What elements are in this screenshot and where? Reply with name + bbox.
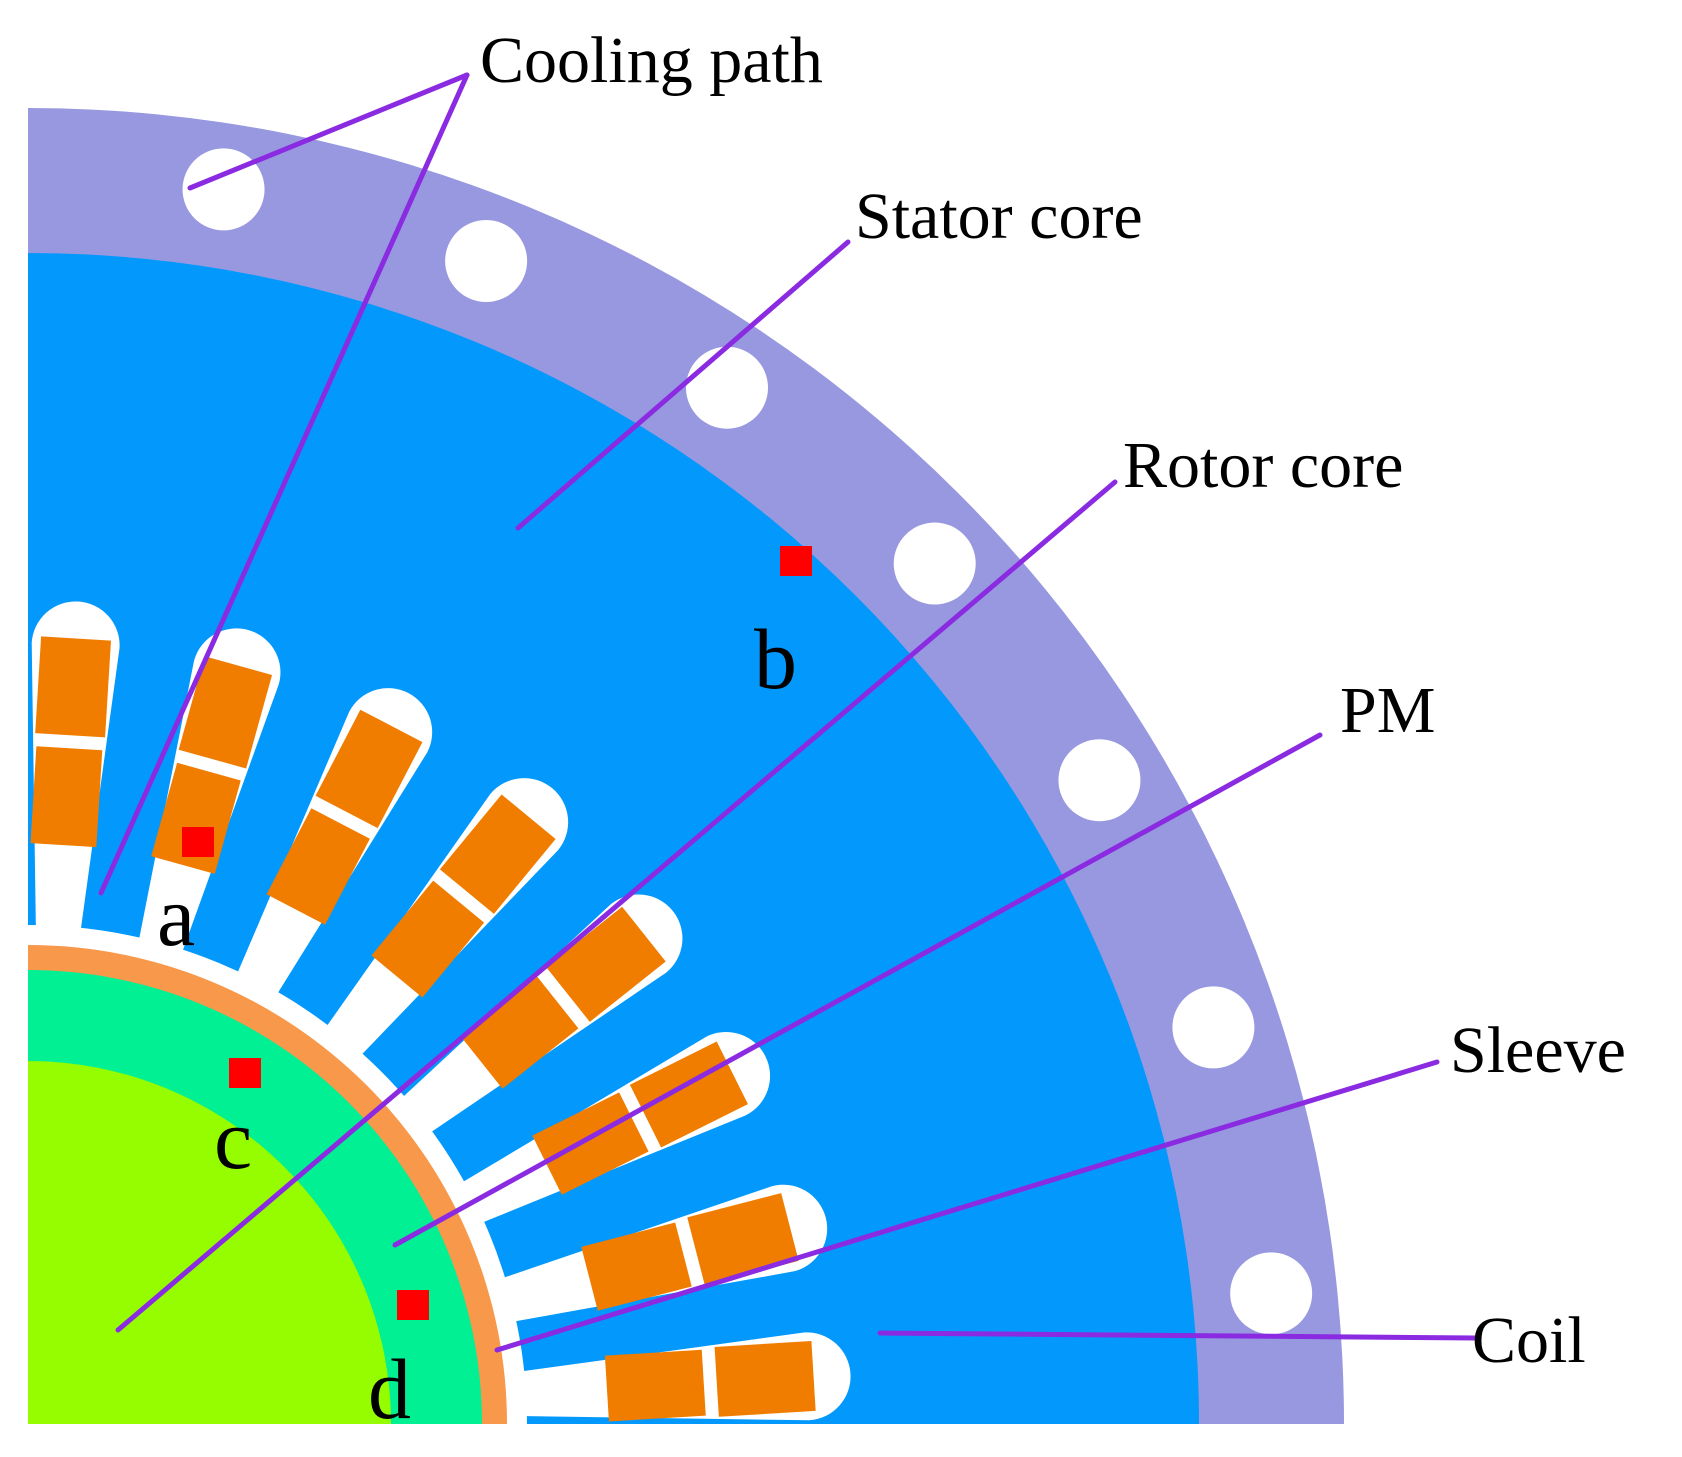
- measurement-markers: [182, 546, 812, 1320]
- cooling-hole: [1230, 1252, 1313, 1335]
- leader-coil: [877, 1330, 1478, 1341]
- cooling-hole: [182, 148, 265, 231]
- cooling-hole: [1058, 739, 1141, 822]
- marker-d-label: d: [368, 1341, 411, 1437]
- stator-slot: [515, 1332, 851, 1422]
- label-rotor-core: Rotor core: [1123, 429, 1403, 502]
- label-cooling-path: Cooling path: [480, 24, 823, 97]
- coil-side-outer: [178, 656, 273, 769]
- coil-side-inner: [30, 746, 103, 848]
- coil-side-inner: [604, 1349, 706, 1422]
- coil-side-outer: [687, 1193, 799, 1286]
- marker-b-square: [780, 546, 812, 576]
- coil-side-inner: [151, 762, 241, 874]
- stator-slot: [234, 688, 433, 1000]
- label-stator-core: Stator core: [855, 180, 1143, 253]
- marker-b-label: b: [754, 611, 797, 707]
- stator-slots-group: [30, 601, 851, 1422]
- cooling-hole: [685, 346, 768, 429]
- stator-slot: [322, 778, 569, 1060]
- leader-sleeve: [494, 1059, 1440, 1353]
- leader-lines: [98, 72, 1478, 1353]
- label-sleeve: Sleeve: [1450, 1014, 1626, 1087]
- marker-c-label: c: [214, 1091, 252, 1187]
- marker-d-square: [397, 1290, 429, 1320]
- label-coil: Coil: [1472, 1304, 1586, 1377]
- leader-cooling-path-2: [98, 72, 470, 896]
- cooling-holes-group: [182, 148, 1313, 1335]
- cooling-hole: [1172, 986, 1255, 1069]
- stator-slot: [496, 1184, 828, 1323]
- marker-c-square: [229, 1058, 261, 1088]
- coil-side-outer: [714, 1341, 816, 1417]
- leader-pm: [392, 732, 1323, 1248]
- cooling-hole: [893, 522, 976, 605]
- leader-cooling-path-1: [187, 72, 470, 191]
- coil-side-outer: [546, 906, 666, 1022]
- cooling-hole: [445, 219, 528, 302]
- marker-a-label: a: [157, 868, 195, 964]
- leader-stator-core: [515, 239, 851, 531]
- stator-slot: [397, 894, 683, 1137]
- coil-side-inner: [461, 976, 579, 1089]
- coil-side-inner: [532, 1092, 649, 1195]
- marker-a-square: [182, 827, 214, 857]
- coil-side-outer: [439, 794, 556, 914]
- rotor-core-region: [28, 1061, 391, 1424]
- stator-slot: [30, 601, 120, 937]
- coil-side-inner: [371, 880, 485, 998]
- label-pm: PM: [1340, 674, 1435, 747]
- coil-side-inner: [266, 808, 370, 925]
- coil-side-outer: [315, 709, 423, 829]
- coil-side-outer: [35, 636, 111, 738]
- leader-rotor-core: [115, 479, 1118, 1333]
- stator-slot: [137, 628, 281, 958]
- coil-side-inner: [581, 1222, 692, 1311]
